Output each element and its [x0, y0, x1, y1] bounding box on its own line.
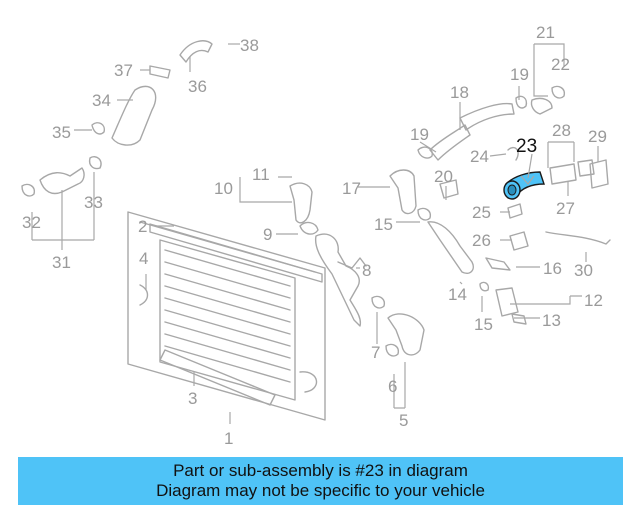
banner-line-1: Part or sub-assembly is #23 in diagram	[173, 461, 468, 480]
label-21: 21	[536, 23, 555, 42]
label-36: 36	[188, 77, 207, 96]
label-22: 22	[551, 55, 570, 74]
leader-lines	[31, 43, 599, 424]
label-30: 30	[574, 261, 593, 280]
label-7: 7	[371, 343, 380, 362]
label-6: 6	[388, 377, 397, 396]
part-23-highlight	[503, 171, 545, 200]
label-11: 11	[252, 165, 270, 184]
label-2: 2	[138, 217, 147, 236]
label-18: 18	[450, 83, 469, 102]
label-25: 25	[472, 203, 491, 222]
label-26: 26	[472, 231, 491, 250]
label-15b: 15	[474, 315, 493, 334]
label-10: 10	[214, 179, 233, 198]
intercooler-drawing	[127, 211, 326, 421]
label-23: 23	[516, 136, 537, 157]
label-1: 1	[224, 429, 233, 448]
label-33: 33	[84, 193, 103, 212]
label-29: 29	[588, 127, 607, 146]
label-32: 32	[22, 213, 41, 232]
callout-labels: 1 2 3 4 5 6 7 8 9 10 11 12 13 14 15 15 1…	[22, 23, 607, 448]
label-31: 31	[52, 253, 71, 272]
label-17: 17	[342, 179, 361, 198]
hose-drawings-right	[389, 85, 611, 325]
label-35: 35	[52, 123, 71, 142]
label-20: 20	[434, 167, 453, 186]
label-37: 37	[114, 61, 133, 80]
label-12: 12	[584, 291, 603, 310]
label-24: 24	[470, 147, 489, 166]
label-27: 27	[556, 199, 575, 218]
label-16: 16	[543, 259, 562, 278]
label-14: 14	[448, 285, 467, 304]
label-9: 9	[263, 225, 272, 244]
banner-line-2: Diagram may not be specific to your vehi…	[156, 481, 485, 500]
label-19a: 19	[410, 125, 429, 144]
label-8: 8	[362, 261, 371, 280]
label-34: 34	[92, 91, 111, 110]
label-38: 38	[240, 36, 259, 55]
label-19b: 19	[510, 65, 529, 84]
hose-drawings-center	[289, 182, 425, 357]
label-28: 28	[552, 121, 571, 140]
label-15a: 15	[374, 215, 393, 234]
label-13: 13	[542, 311, 561, 330]
parts-diagram: 1 2 3 4 5 6 7 8 9 10 11 12 13 14 15 15 1…	[21, 23, 611, 448]
label-5: 5	[399, 411, 408, 430]
label-4: 4	[139, 249, 148, 268]
info-banner: Part or sub-assembly is #23 in diagram D…	[18, 457, 623, 505]
label-3: 3	[188, 389, 197, 408]
